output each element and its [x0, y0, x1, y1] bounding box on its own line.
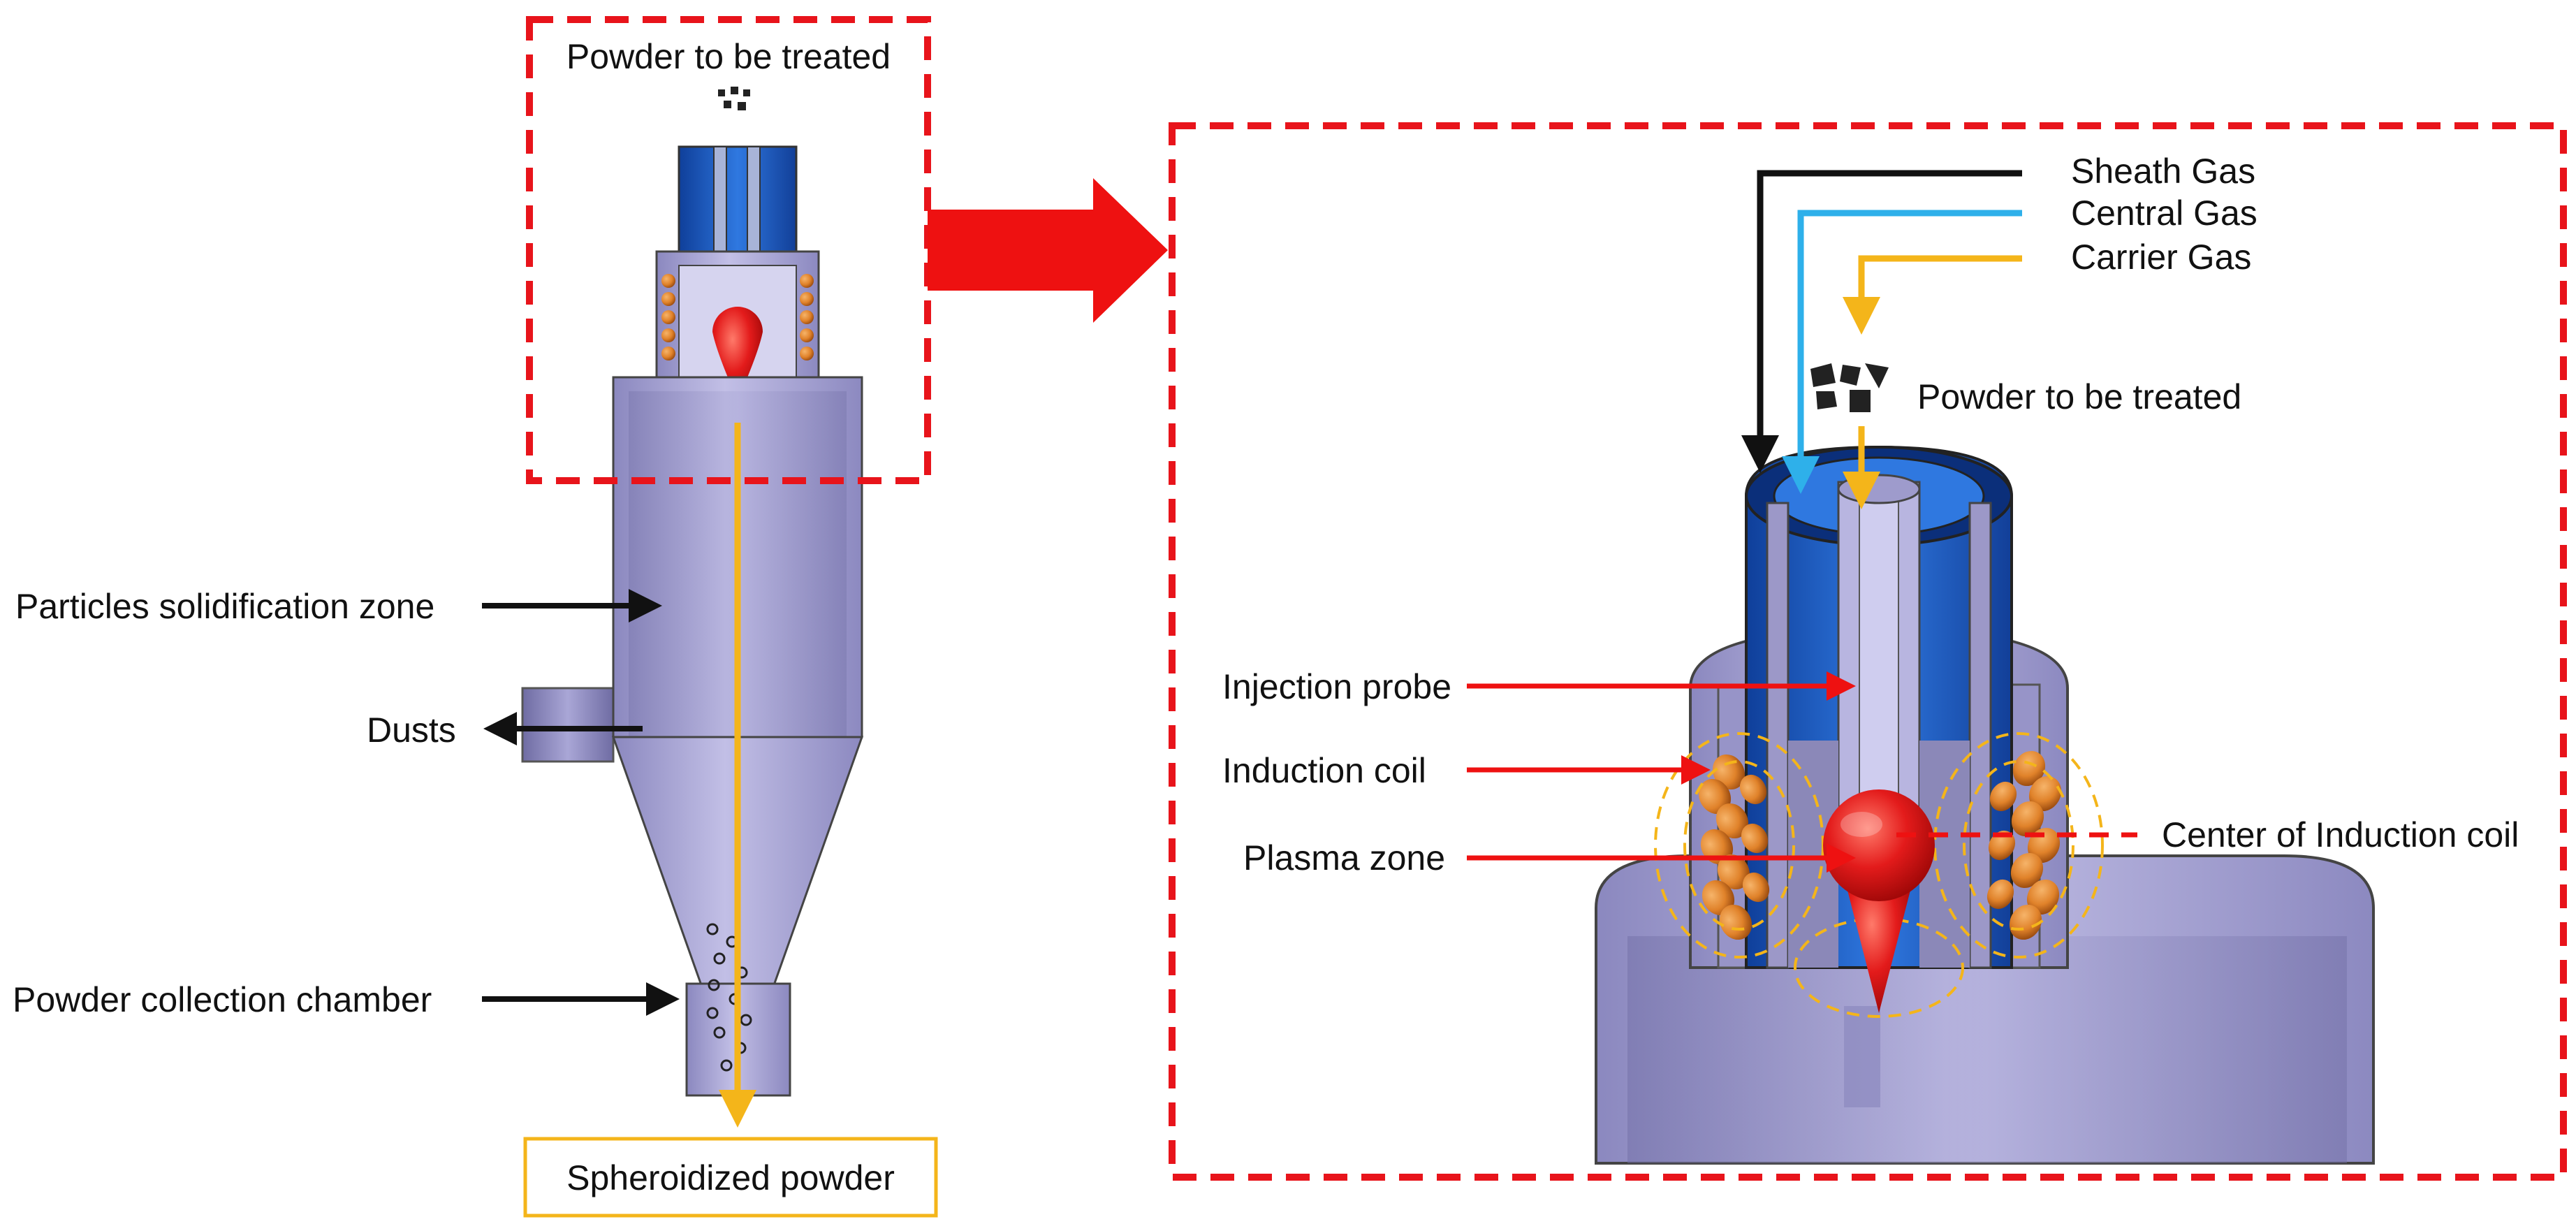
detail-coil-left — [1698, 754, 1770, 940]
label-solidification: Particles solidification zone — [15, 587, 434, 626]
label-dusts: Dusts — [367, 711, 456, 750]
zoom-frame-right — [1169, 122, 2567, 1181]
sheath-gas-line — [1741, 170, 2022, 473]
label-powder-detail: Powder to be treated — [1917, 377, 2241, 416]
torch-detail — [1595, 363, 2375, 1165]
label-powder-top: Powder to be treated — [566, 37, 891, 76]
powder-particles-top — [718, 87, 750, 110]
zoom-frame-left — [526, 16, 931, 484]
label-plasma-zone: Plasma zone — [1243, 838, 1445, 877]
central-gas-line — [1782, 210, 2022, 494]
label-induction-coil: Induction coil — [1222, 751, 1426, 790]
label-collection: Powder collection chamber — [13, 980, 432, 1019]
label-spheroidized: Spheroidized powder — [566, 1158, 895, 1197]
powder-particles-detail — [1810, 363, 1889, 412]
dust-outlet-pipe — [521, 687, 615, 763]
zoom-arrow — [928, 178, 1168, 323]
detail-plasma-sphere — [1823, 789, 1935, 901]
label-carrier-gas: Carrier Gas — [2071, 238, 2251, 277]
label-center-coil: Center of Induction coil — [2162, 815, 2519, 854]
collected-particles — [706, 923, 752, 1072]
carrier-gas-line — [1843, 255, 2022, 335]
detail-plasma-tail — [1844, 877, 1914, 1013]
label-sheath-gas: Sheath Gas — [2071, 152, 2255, 191]
label-injection-probe: Injection probe — [1222, 667, 1451, 706]
plasma-drop-small — [712, 307, 763, 400]
coil-left-small — [661, 274, 814, 360]
label-central-gas: Central Gas — [2071, 194, 2257, 233]
reactor-left — [521, 87, 864, 1128]
spheroidized-box — [523, 1137, 938, 1218]
